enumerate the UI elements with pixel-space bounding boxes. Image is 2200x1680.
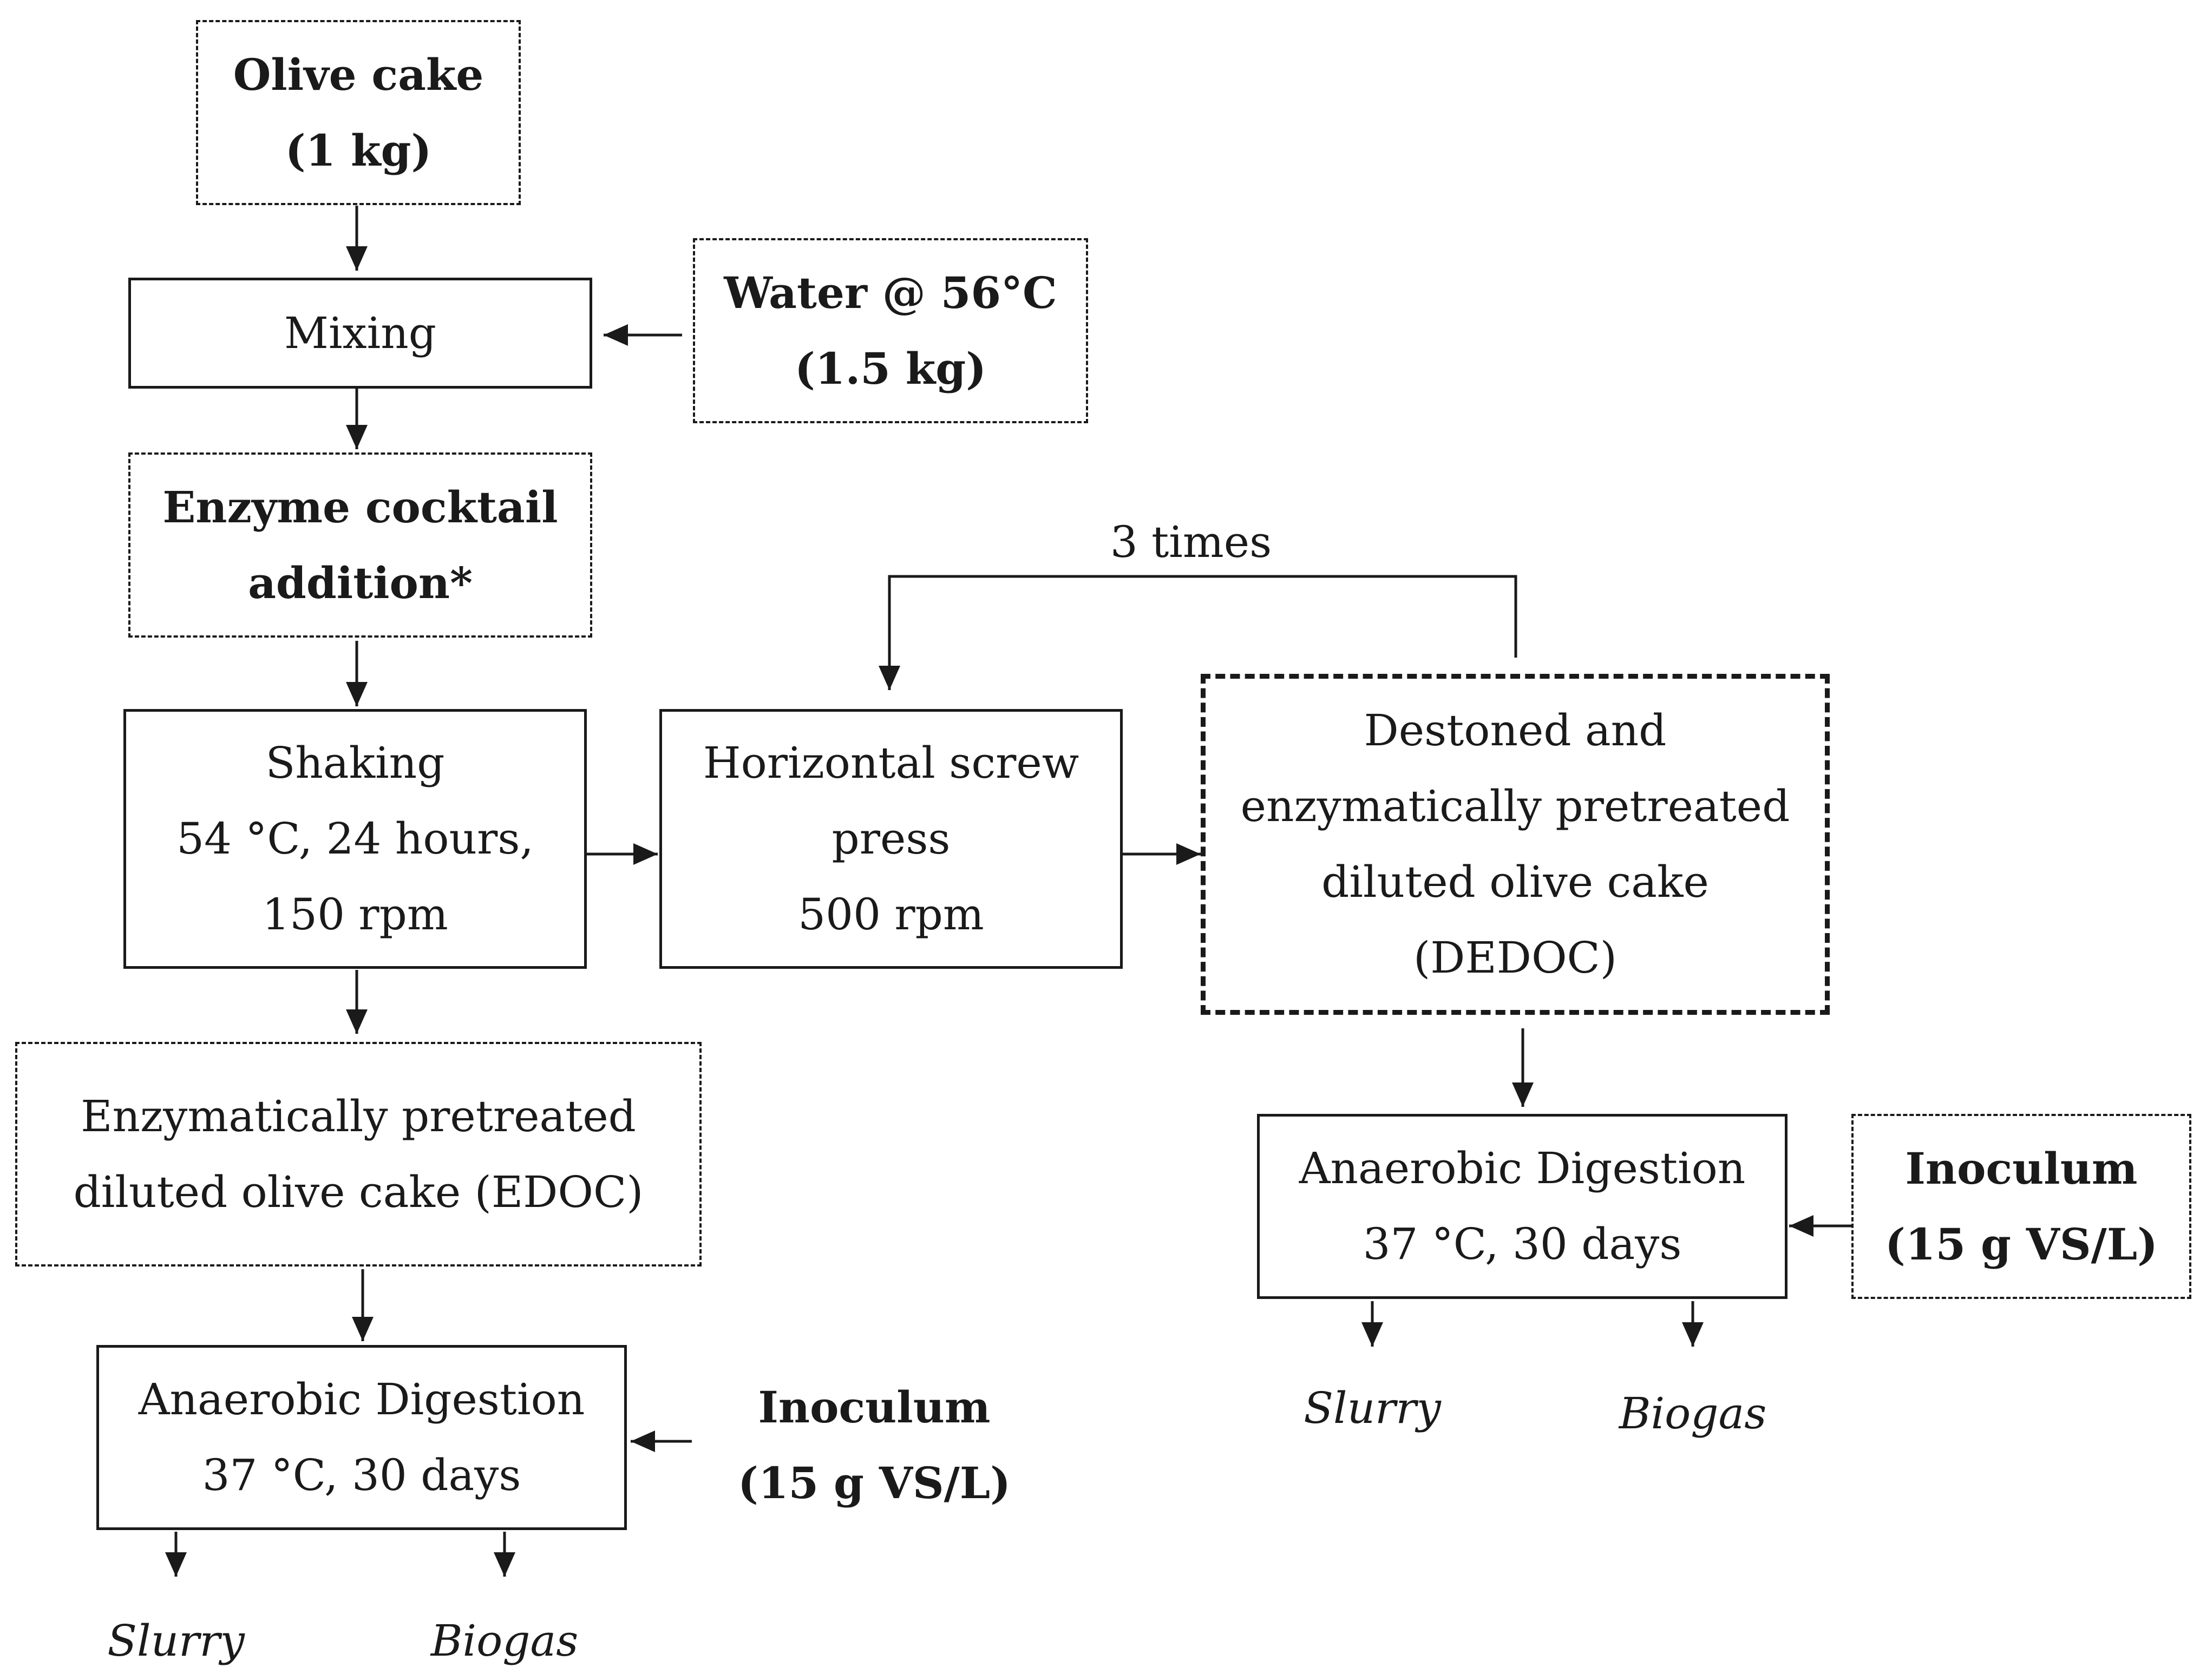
output-slurry-right: Slurry	[1304, 1383, 1441, 1433]
node-line: Mixing	[284, 307, 436, 358]
node-enzyme-cocktail: Enzyme cocktail addition*	[128, 452, 592, 638]
node-line: Water @ 56°C	[724, 267, 1057, 318]
node-line: Anaerobic Digestion	[1299, 1143, 1746, 1193]
node-line: diluted olive cake	[1321, 857, 1709, 907]
node-line: 150 rpm	[262, 889, 448, 940]
node-line: 37 °C, 30 days	[1363, 1219, 1682, 1269]
node-dedoc: Destoned and enzymatically pretreated di…	[1201, 674, 1830, 1015]
node-line: Inoculum	[758, 1382, 991, 1433]
node-line: (15 g VS/L)	[1885, 1219, 2158, 1270]
node-anaerobic-digestion-right: Anaerobic Digestion 37 °C, 30 days	[1257, 1114, 1788, 1299]
node-mixing: Mixing	[128, 278, 592, 389]
node-line: 54 °C, 24 hours,	[176, 813, 534, 864]
node-olive-cake: Olive cake (1 kg)	[196, 20, 521, 205]
node-line: Destoned and	[1364, 705, 1667, 756]
node-line: (1.5 kg)	[794, 343, 987, 394]
node-line: press	[831, 813, 951, 864]
node-line: Olive cake	[233, 49, 484, 100]
node-line: enzymatically pretreated	[1240, 781, 1790, 831]
output-biogas-left: Biogas	[430, 1616, 579, 1666]
node-screw-press: Horizontal screw press 500 rpm	[659, 709, 1123, 969]
node-inoculum-right: Inoculum (15 g VS/L)	[1851, 1114, 2191, 1299]
node-line: addition*	[248, 557, 473, 608]
node-inoculum-left: Inoculum (15 g VS/L)	[717, 1364, 1031, 1526]
node-water: Water @ 56°C (1.5 kg)	[693, 238, 1088, 423]
loop-label: 3 times	[1110, 517, 1272, 567]
node-line: (15 g VS/L)	[738, 1458, 1011, 1508]
node-line: diluted olive cake (EDOC)	[73, 1166, 644, 1217]
node-line: Enzymatically pretreated	[81, 1091, 636, 1141]
node-line: Horizontal screw	[703, 738, 1079, 788]
node-anaerobic-digestion-left: Anaerobic Digestion 37 °C, 30 days	[96, 1345, 627, 1530]
loop-arrow-dedoc-to-press	[879, 575, 1517, 690]
node-line: Anaerobic Digestion	[138, 1374, 585, 1425]
node-line: Shaking	[265, 738, 445, 788]
node-line: (DEDOC)	[1413, 933, 1617, 983]
node-edoc: Enzymatically pretreated diluted olive c…	[15, 1042, 702, 1266]
node-line: Enzyme cocktail	[162, 482, 558, 533]
node-line: 500 rpm	[798, 889, 984, 940]
output-biogas-right: Biogas	[1619, 1388, 1767, 1439]
node-line: (1 kg)	[285, 125, 432, 176]
node-line: 37 °C, 30 days	[202, 1450, 521, 1500]
node-shaking: Shaking 54 °C, 24 hours, 150 rpm	[123, 709, 587, 969]
node-line: Inoculum	[1905, 1143, 2138, 1194]
output-slurry-left: Slurry	[107, 1616, 245, 1666]
